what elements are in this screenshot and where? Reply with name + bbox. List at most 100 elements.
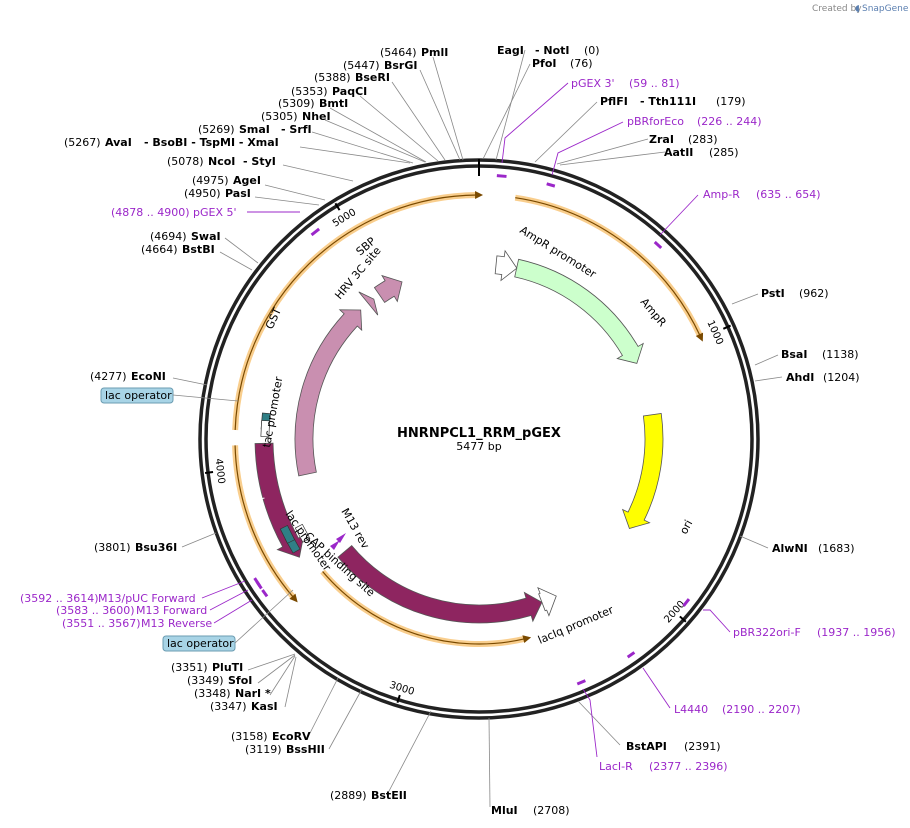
enzyme-psti: PstI [761,287,785,300]
enzyme-pfoi-pos: (76) [570,57,593,70]
orange-track-core-0 [234,194,478,430]
primer-mark-m13-forward [255,580,263,590]
enzyme-pmli-pos: (5464) [380,46,417,59]
enzyme-agei-pos: (4975) [192,174,229,187]
enzyme-sfoi-pos: (3349) [187,674,224,687]
tick-label-4000: 4000 [212,458,226,485]
feature-label-ampr: AmpR [638,296,669,330]
feature-label-gst: GST [263,305,284,331]
m13-rev-primer-icon-0 [330,540,340,550]
enzyme-swai-pos: (4694) [150,230,187,243]
primer-mark-l4440 [626,651,636,659]
small-features [260,412,311,554]
orange-track-arrow-0 [475,191,484,200]
enzyme-avai-pos: (5267) [64,136,101,149]
enzyme-zrai-pos: (283) [688,133,718,146]
primer-pbr322ori: pBR322ori-F [733,626,801,639]
orange-feature-tracks [232,191,704,647]
feature-label-ori: ori [677,518,695,537]
enzyme-bsteii: BstEII [371,789,407,802]
enzyme-eagi-extra: - NotI [535,44,570,57]
lac-operator-top-label: lac operator [105,389,172,402]
primer-pgex3: pGEX 3' [571,77,615,90]
primer-m13rev-range: (3551 .. 3567) [62,617,141,630]
enzyme-mlui-pos: (2708) [533,804,570,817]
enzyme-nhei-pos: (5305) [261,110,298,123]
enzyme-ncoi-extra: - StyI [243,155,276,168]
enzyme-pflfi: PflFI [600,95,628,108]
enzyme-eagi-pos: (0) [584,44,600,57]
feature-arrow-ampr-promoter [494,249,518,282]
feature-arrow-sbp [373,274,403,303]
enzyme-alwni: AlwNI [772,542,808,555]
enzyme-bmti-pos: (5309) [278,97,315,110]
feature-arrow-gst [294,309,363,477]
enzyme-bstbi: BstBI [182,243,215,256]
primer-pgex5: pGEX 5' [193,206,237,219]
enzyme-bstapi-pos: (2391) [684,740,721,753]
primer-leader-lines [201,82,731,758]
tac-promoter-mark [260,420,271,438]
enzyme-ncoi-pos: (5078) [167,155,204,168]
primer-laci-r-range: (2377 .. 2396) [649,760,728,773]
tick-label-3000: 3000 [388,680,416,698]
enzyme-pluti: PluTI [212,661,243,674]
primer-pgex5-range: (4878 .. 4900) [111,206,190,219]
enzyme-econi-pos: (4277) [90,370,127,383]
tick-1000 [722,324,732,330]
m13-rev-primer-icon-1 [336,533,346,543]
primer-marks [253,174,691,686]
enzyme-ecorv: EcoRV [272,730,311,743]
credit-brand: SnapGene [862,4,909,14]
primer-mark-pbr322ori-f [682,598,691,607]
enzyme-pmli: PmlI [421,46,448,59]
primer-mark-pgex-5 [310,227,321,237]
feature-arrow-laci [337,545,543,624]
orange-track-arrow-3 [289,593,298,603]
enzyme-bsshii: BssHII [286,743,325,756]
enzyme-nari-pos: (3348) [194,687,231,700]
enzyme-avai: AvaI [105,136,132,149]
primer-ampr-range: (635 .. 654) [756,188,821,201]
enzyme-nhei: NheI [302,110,331,123]
enzyme-pluti-pos: (3351) [171,661,208,674]
enzyme-kasi-pos: (3347) [210,700,247,713]
snapgene-logo-icon: ◖ [855,4,860,14]
primer-mark-pgex-3 [496,174,507,178]
enzyme-bseri-pos: (5388) [314,71,351,84]
enzyme-bstbi-pos: (4664) [141,243,178,256]
feature-label-lacz: lacZα [253,496,271,528]
enzyme-bsrgi: BsrGI [384,59,417,72]
feature-label-laci: lacI [431,655,452,671]
primer-mark-m13-reverse [261,589,269,598]
enzyme-smai: SmaI [239,123,270,136]
feature-label-tac: tac promoter [260,375,285,448]
primer-mark-pbrforeco [546,182,556,188]
enzyme-psti-pos: (962) [799,287,829,300]
lac-operator-box-top [100,387,174,404]
tick-3000 [396,694,401,703]
enzyme-econi: EcoNI [131,370,166,383]
feature-arrow-laciq-promoter [537,587,557,617]
orange-track-core-1 [515,197,701,337]
primer-l4440: L4440 [674,703,708,716]
enzyme-bseri: BseRI [355,71,390,84]
enzyme-ahdi-pos: (1204) [823,371,860,384]
cap-site-mark [279,524,296,544]
enzyme-smai-pos: (5269) [198,123,235,136]
lac-promoter-mark [294,523,311,543]
lac-operator-bottom-label: lac operator [167,637,234,650]
enzyme-smai-extra: - SrfI [281,123,312,136]
primer-mark-laci-r [576,679,586,686]
enzyme-nari: NarI * [235,687,271,700]
enzyme-bsshii-pos: (3119) [245,743,282,756]
enzyme-swai: SwaI [191,230,221,243]
enzyme-pasi: PasI [225,187,251,200]
enzyme-aatii: AatII [664,146,693,159]
primer-m13fwd: M13 Forward [136,604,207,617]
feature-arrow-ampr [514,258,644,364]
feature-arrows [254,249,664,624]
enzyme-bmti: BmtI [319,97,348,110]
feature-arrow-hrv-3c-site [358,291,379,316]
